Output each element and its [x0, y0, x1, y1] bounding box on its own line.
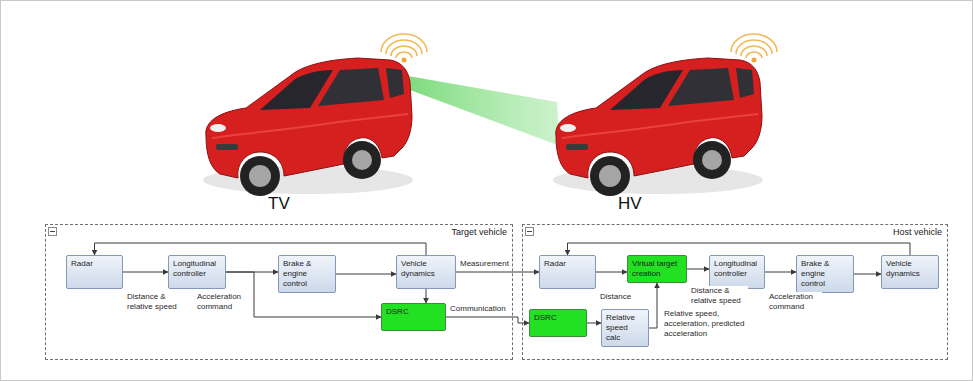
dynamics-box: Vehicle dynamics	[881, 255, 939, 289]
controller-box: Longitudinal controller	[168, 255, 226, 289]
dsrc-box: DSRC	[381, 303, 446, 331]
box-label: Brake & engine control	[801, 259, 849, 289]
connector	[456, 272, 539, 273]
connector	[587, 323, 601, 324]
dynamics-box: Vehicle dynamics	[396, 255, 456, 289]
connector	[568, 243, 911, 255]
connector	[765, 272, 796, 273]
connector	[446, 317, 529, 323]
vehicle-label: HV	[618, 194, 642, 214]
box-label: Longitudinal controller	[714, 259, 760, 279]
signal-label: Acceleration command	[768, 292, 822, 312]
box-label: Longitudinal controller	[173, 259, 221, 279]
signal-label: Measurement	[459, 259, 510, 269]
virtual-target-box: Virtual target creation	[627, 255, 687, 283]
dsrc-box: DSRC	[529, 309, 587, 337]
connector	[95, 243, 427, 255]
controller-box: Longitudinal controller	[709, 255, 765, 289]
box-label: DSRC	[534, 313, 582, 323]
actuator-box: Brake & engine control	[278, 255, 336, 293]
box-label: DSRC	[386, 307, 441, 317]
box-label: Virtual target creation	[632, 259, 682, 279]
signal-label: Communication	[449, 304, 507, 314]
connector	[854, 274, 881, 275]
box-label: Brake & engine control	[283, 259, 331, 289]
target-vehicle-group: Target vehicleRadar Longitudinal controll…	[45, 224, 513, 360]
group-title: Target vehicle	[451, 227, 507, 237]
speed-calc-box: Relative speed calc	[601, 309, 649, 347]
signal-label: Relative speed, acceleration, predicted …	[663, 309, 749, 339]
box-label: Radar	[71, 259, 118, 269]
box-label: Radar	[544, 259, 591, 269]
box-label: Vehicle dynamics	[886, 259, 934, 279]
connector	[336, 274, 396, 275]
connector	[426, 289, 427, 303]
connector	[123, 272, 168, 273]
actuator-box: Brake & engine control	[796, 255, 854, 293]
group-title: Host vehicle	[893, 227, 942, 237]
connector	[687, 269, 709, 270]
signal-label: Distance	[599, 292, 641, 302]
connector	[649, 283, 657, 328]
box-label: Relative speed calc	[606, 313, 644, 343]
connector	[596, 272, 627, 273]
box-label: Vehicle dynamics	[401, 259, 451, 279]
vehicle-label: TV	[268, 194, 290, 214]
signal-label: Acceleration command	[196, 292, 250, 312]
radar-box: Radar	[539, 255, 596, 289]
signal-label: Distance & relative speed	[126, 292, 184, 312]
signal-label: Distance & relative speed	[690, 286, 748, 306]
radar-box: Radar	[66, 255, 123, 289]
